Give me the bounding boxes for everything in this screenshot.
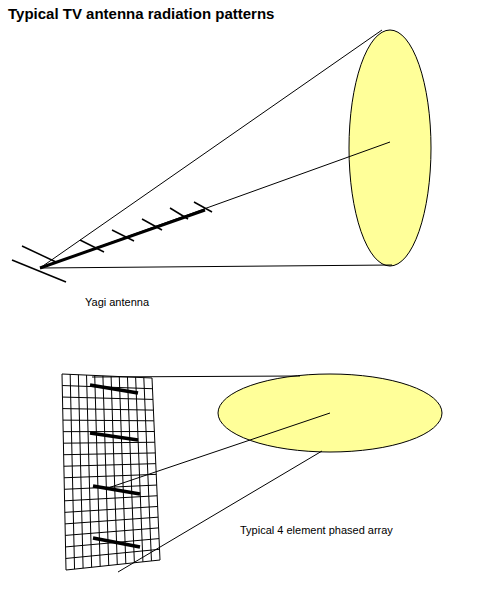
dipole-element	[93, 486, 140, 494]
grid-wire	[63, 420, 154, 422]
grid-wire	[66, 539, 160, 547]
yagi-boom	[40, 210, 205, 268]
beam-axis-line	[108, 413, 330, 488]
grid-wire	[87, 375, 92, 567]
grid-wire	[136, 377, 143, 562]
yagi-reflector	[12, 260, 66, 282]
yagi-pattern	[12, 30, 431, 282]
grid-wire	[66, 560, 160, 570]
beam-edge-line	[92, 376, 300, 377]
yagi-beam-ellipse	[349, 30, 431, 266]
antenna-caption: Yagi antenna	[85, 296, 149, 308]
beam-axis-line	[40, 142, 390, 268]
beam-edge-line	[40, 265, 392, 268]
grid-wire	[62, 374, 66, 570]
dipole-element	[90, 385, 138, 393]
dipole-elements	[90, 385, 140, 547]
yagi-director	[112, 230, 134, 241]
grid-wire	[119, 377, 126, 564]
yagi-driven-element	[22, 246, 56, 262]
beam-edge-line	[118, 451, 322, 572]
grid-wire	[63, 431, 154, 432]
grid-wire	[62, 397, 152, 399]
yagi-director	[170, 208, 188, 219]
grid-wire	[144, 378, 152, 561]
grid-wire	[65, 517, 158, 524]
grid-wire	[66, 549, 160, 558]
yagi-director	[80, 240, 104, 252]
grid-wire	[63, 442, 154, 444]
grid-wire	[65, 496, 158, 501]
grid-wire	[63, 409, 154, 411]
grid-wire	[111, 376, 117, 564]
yagi-director	[194, 202, 212, 212]
beam-edge-line	[40, 30, 382, 268]
grid-wire	[103, 376, 109, 566]
antenna-caption: Typical 4 element phased array	[240, 524, 393, 536]
grid-wire	[65, 506, 158, 512]
grid-wire	[65, 528, 158, 536]
diagram-title: Typical TV antenna radiation patterns	[8, 5, 274, 22]
grid-wire	[70, 374, 74, 569]
grid-wire	[78, 375, 83, 568]
grid-wire	[152, 378, 160, 560]
phased-array-pattern	[62, 374, 442, 572]
grid-wire	[127, 377, 134, 563]
dipole-element	[90, 433, 138, 440]
dipole-element	[93, 538, 140, 547]
yagi-director	[142, 219, 162, 230]
grid-wire	[64, 464, 156, 467]
grid-wire	[64, 453, 156, 455]
reflector-grid	[62, 374, 160, 570]
